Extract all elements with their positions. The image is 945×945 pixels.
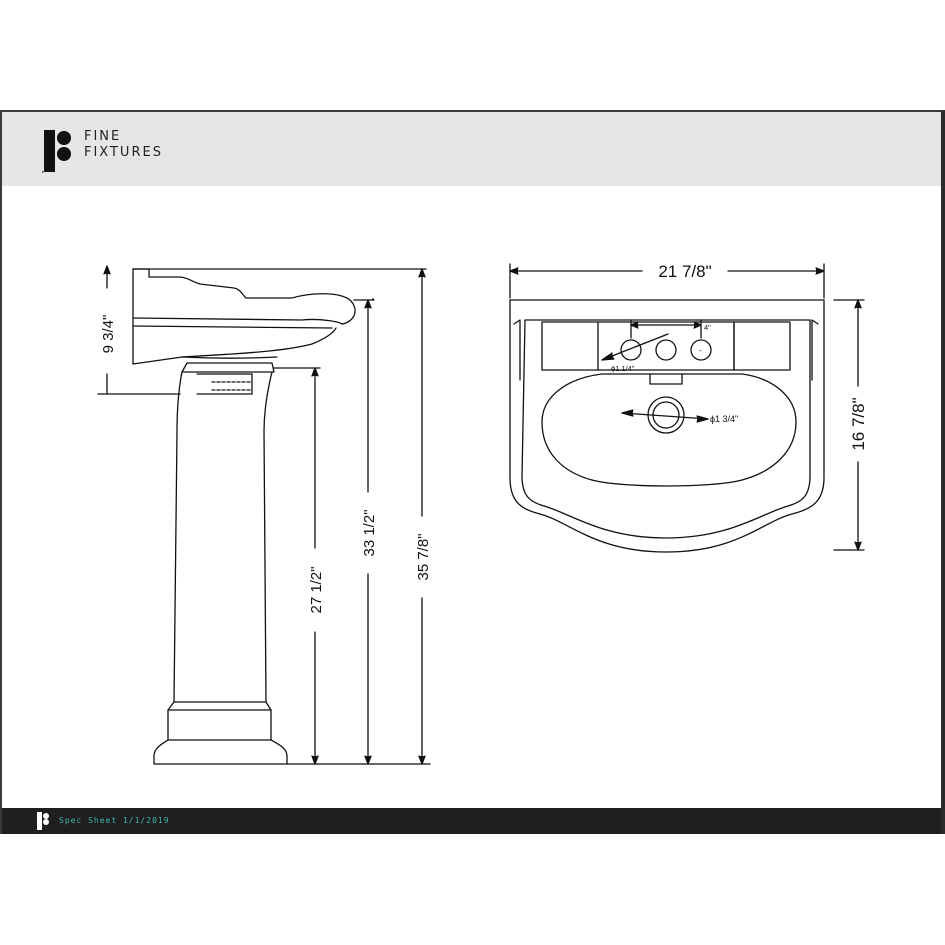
technical-drawing: 9 3/4" 27 1/2" 33 1/2" 35 7/8" 21 7/8" 1… bbox=[97, 262, 868, 765]
faucet-hole-mark: - bbox=[699, 346, 702, 355]
brand-line-2: FIXTURES bbox=[84, 145, 163, 160]
dim-faucet-hole-lines bbox=[601, 333, 669, 361]
dim-overall-height-lines bbox=[132, 268, 431, 765]
side-view-outline bbox=[132, 268, 356, 765]
dim-pedestal-height-lines bbox=[273, 367, 321, 765]
dim-faucet-spacing-lines bbox=[630, 319, 702, 339]
brand-line-1: FINE bbox=[84, 129, 122, 144]
label-faucet-spacing: 4" bbox=[704, 323, 711, 332]
header-bar: FINE FIXTURES bbox=[2, 112, 941, 186]
label-drain-hole: ϕ1 3/4" bbox=[710, 414, 738, 424]
label-basin-depth: 9 3/4" bbox=[100, 315, 117, 354]
label-width: 21 7/8" bbox=[658, 262, 711, 281]
label-faucet-hole: ϕ1 1/4" bbox=[611, 364, 635, 373]
dim-drain-hole-lines bbox=[621, 409, 709, 423]
label-pedestal-height: 27 1/2" bbox=[308, 566, 325, 613]
footer-bar: Spec Sheet 1/1/2019 bbox=[2, 808, 941, 834]
dim-depth-lines bbox=[833, 299, 865, 551]
footer-logo-icon bbox=[37, 812, 49, 830]
fine-fixtures-logo-icon bbox=[42, 130, 71, 173]
dim-width-lines bbox=[509, 263, 825, 299]
brand-name: FINE FIXTURES bbox=[84, 129, 163, 161]
label-overall-height: 35 7/8" bbox=[415, 533, 432, 580]
spec-sheet: FINE FIXTURES bbox=[0, 110, 945, 834]
label-depth: 16 7/8" bbox=[849, 397, 868, 450]
dim-basin-depth-lines bbox=[97, 265, 181, 395]
footer-spec-sheet-date: Spec Sheet 1/1/2019 bbox=[59, 816, 170, 825]
label-rim-height: 33 1/2" bbox=[361, 509, 378, 556]
top-view-outline bbox=[509, 299, 825, 553]
